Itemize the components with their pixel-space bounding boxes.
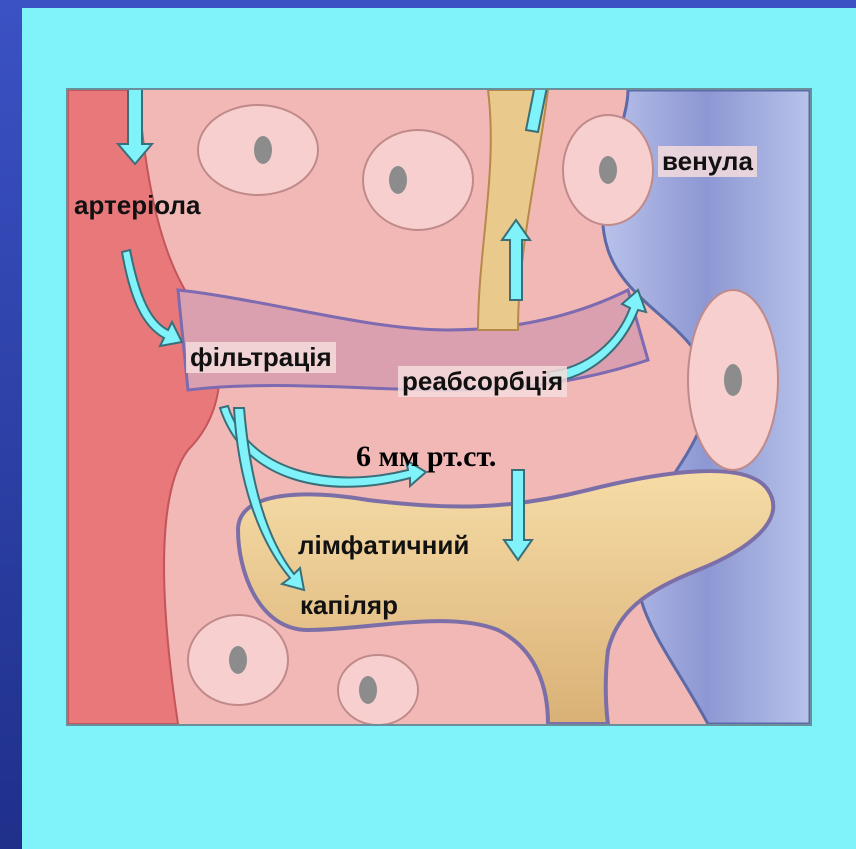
capillary-exchange-diagram: артеріола венула фільтрація реабсорбція … xyxy=(66,88,812,726)
tissue-cell xyxy=(338,655,418,724)
cell-nucleus xyxy=(389,166,407,194)
cell-nucleus xyxy=(724,364,742,396)
cell-nucleus xyxy=(599,156,617,184)
cell-nucleus xyxy=(229,646,247,674)
diagram-illustration xyxy=(68,90,810,724)
label-lymph-line2: капіляр xyxy=(300,590,398,621)
cell-nucleus xyxy=(254,136,272,164)
label-filtration: фільтрація xyxy=(186,342,336,373)
label-reabsorption: реабсорбція xyxy=(398,366,567,397)
label-pressure: 6 мм рт.ст. xyxy=(356,440,496,474)
label-lymph-line1: лімфатичний xyxy=(298,530,469,561)
label-arteriole: артеріола xyxy=(74,190,201,221)
tissue-cell xyxy=(363,130,473,230)
cell-nucleus xyxy=(359,676,377,704)
label-venule: венула xyxy=(658,146,757,177)
